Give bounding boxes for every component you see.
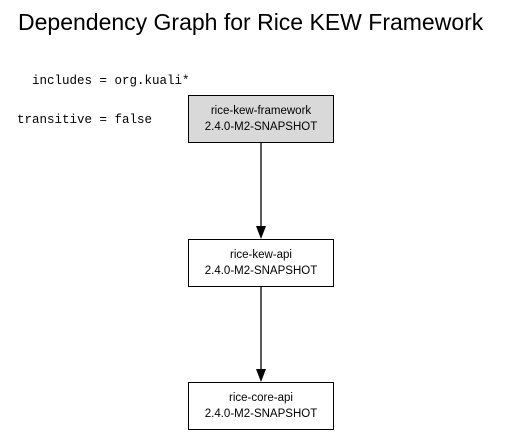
- node-version: 2.4.0-M2-SNAPSHOT: [204, 121, 318, 133]
- includes-setting: includes = org.kuali*: [17, 74, 190, 88]
- node-version: 2.4.0-M2-SNAPSHOT: [204, 265, 318, 277]
- node-name: rice-core-api: [229, 392, 293, 404]
- node-version: 2.4.0-M2-SNAPSHOT: [204, 408, 318, 420]
- node-name: rice-kew-framework: [210, 105, 312, 117]
- node-rice-kew-api[interactable]: rice-kew-api 2.4.0-M2-SNAPSHOT: [188, 239, 334, 287]
- node-rice-core-api[interactable]: rice-core-api 2.4.0-M2-SNAPSHOT: [188, 382, 334, 430]
- page-title: Dependency Graph for Rice KEW Framework: [18, 9, 484, 35]
- edge-framework-to-kew-api: [256, 143, 266, 239]
- transitive-setting: transitive = false: [17, 113, 153, 127]
- node-rice-kew-framework[interactable]: rice-kew-framework 2.4.0-M2-SNAPSHOT: [188, 95, 334, 143]
- filter-config: includes = org.kuali* transitive = false: [17, 49, 190, 140]
- edge-kew-api-to-core-api: [256, 287, 266, 382]
- node-name: rice-kew-api: [230, 249, 292, 261]
